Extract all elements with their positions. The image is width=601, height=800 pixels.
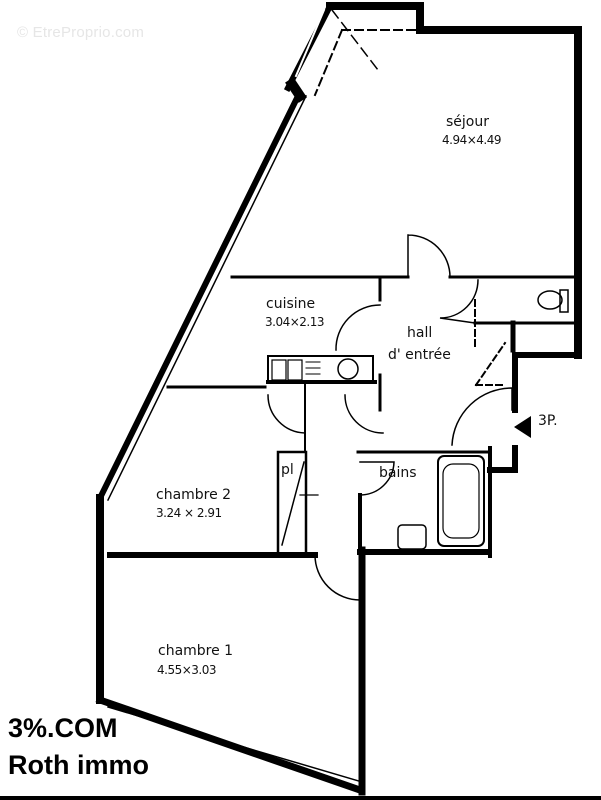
copyright-circle-icon: © [17, 24, 29, 41]
entrance-arrow-icon [514, 416, 531, 438]
room-label-hall-entree: d' entrée [388, 347, 451, 363]
room-label-hall: hall [407, 325, 433, 341]
exterior-wall-bathroom-right [487, 445, 518, 473]
room-label-chambre-2: chambre 2 [156, 487, 232, 503]
bottom-border [0, 796, 601, 800]
brand-line-1: 3%.COM [8, 713, 118, 743]
room-dimensions-chambre-1: 4.55×3.03 [157, 663, 217, 677]
watermark: © EtreProprio.com [17, 24, 144, 41]
brand-line-2: Roth immo [8, 750, 149, 780]
room-label-sejour: séjour [446, 114, 489, 130]
exterior-wall-right-bath [512, 352, 581, 413]
room-label-cuisine: cuisine [266, 296, 316, 312]
entrance-label: 3P. [538, 413, 558, 429]
room-dimensions-sejour: 4.94×4.49 [442, 133, 502, 147]
watermark-text: EtreProprio.com [32, 24, 145, 41]
room-dimensions-cuisine: 3.04×2.13 [265, 315, 325, 329]
room-label-chambre-1: chambre 1 [158, 643, 234, 659]
exterior-wall-top [326, 2, 582, 359]
room-label-placard: pl [281, 462, 294, 478]
room-dimensions-chambre-2: 3.24 × 2.91 [156, 506, 222, 520]
room-label-bains: bains [379, 465, 417, 481]
